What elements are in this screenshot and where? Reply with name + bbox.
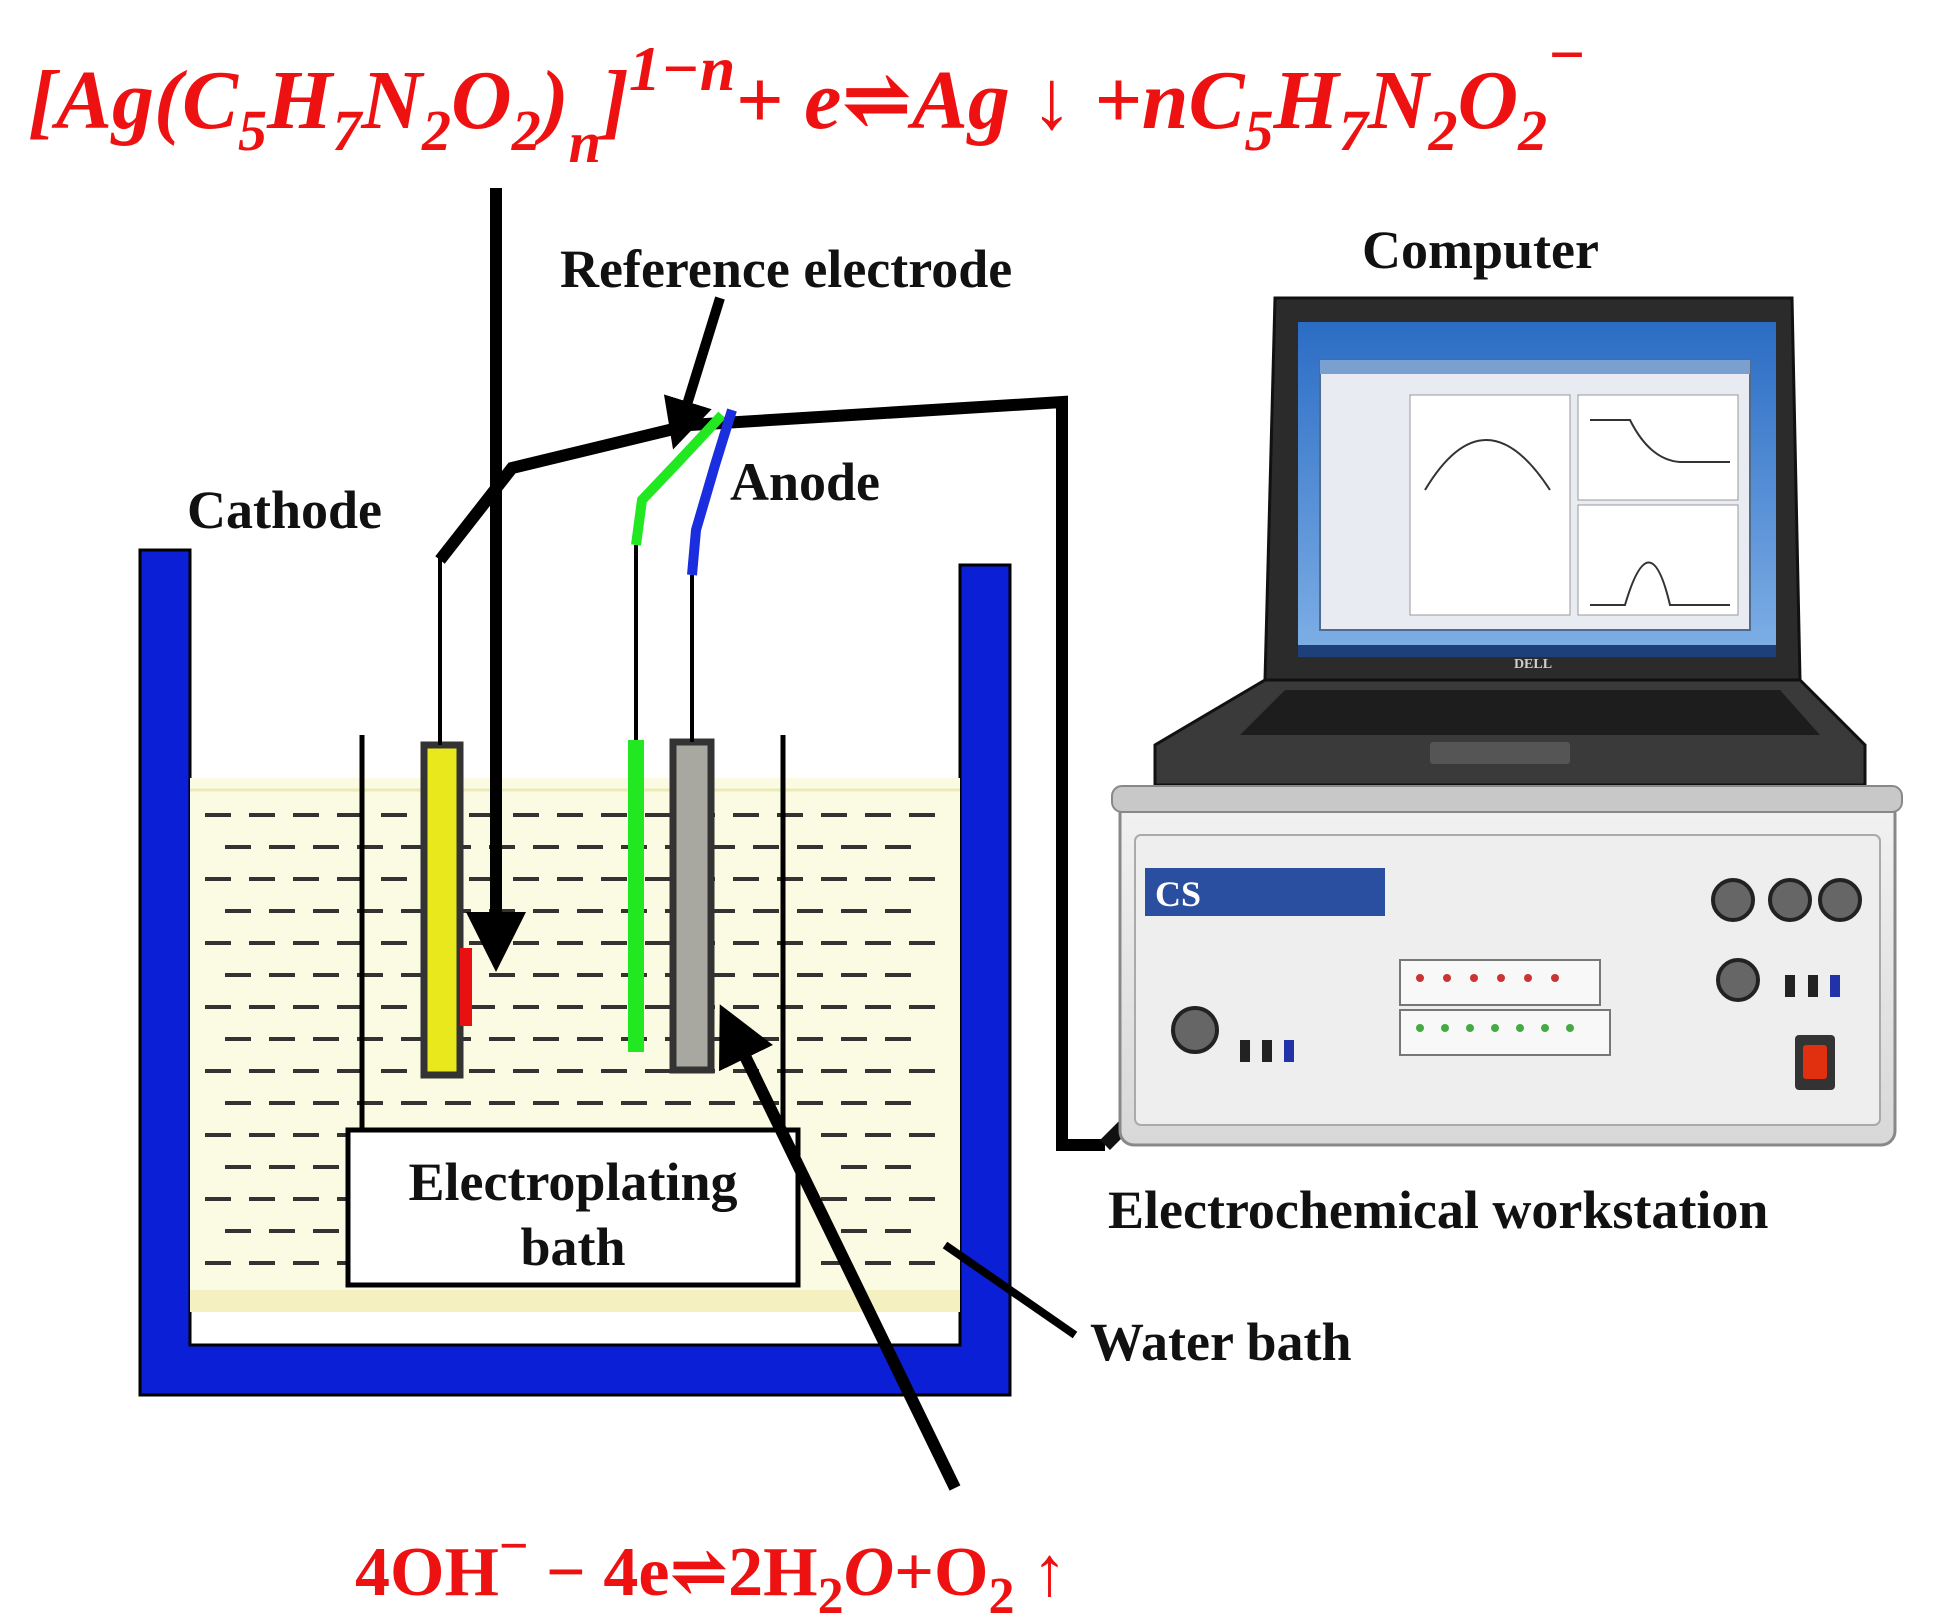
terminal-posts	[1240, 975, 1840, 1062]
app-titlebar	[1320, 360, 1750, 374]
bath-label-line1: Electroplating	[409, 1152, 738, 1212]
laptop-computer: DELL	[1153, 296, 1867, 787]
workstation-label: Electrochemical workstation	[1108, 1180, 1768, 1240]
nyquist-curve	[1424, 439, 1551, 491]
laptop-keyboard	[1240, 690, 1820, 735]
range-indicator-strip	[1399, 1009, 1611, 1056]
reference-electrode	[628, 740, 644, 1052]
power-switch	[1803, 1045, 1827, 1079]
bath-floor-strip	[190, 1290, 960, 1312]
workstation-badge: CS	[1155, 874, 1201, 914]
laptop-touchpad	[1430, 742, 1570, 764]
anode-blue-cable	[687, 408, 737, 576]
anode-reaction-arrow	[719, 1004, 961, 1491]
bnc-connectors	[1171, 878, 1862, 1054]
cathode-label: Cathode	[187, 480, 382, 540]
silver-deposit	[460, 948, 472, 1026]
workstation-badge-bg	[1145, 868, 1385, 916]
electrochemical-workstation: CS	[1111, 785, 1903, 1147]
cathode-reaction-equation: [Ag(C5H7N2O2)n]1−n+ e⇌Ag ↓ +nC5H7N2O2−	[28, 19, 1586, 175]
display-indicator-strip	[1399, 959, 1601, 1006]
water-bath-pointer	[942, 1241, 1078, 1339]
plot-panel-right-bottom	[1577, 504, 1739, 616]
water-bath-label: Water bath	[1090, 1312, 1352, 1372]
workstation-top-rim	[1111, 785, 1903, 813]
reference-electrode-label: Reference electrode	[560, 239, 1012, 299]
plot-panel-right-top	[1577, 394, 1739, 501]
anode-label: Anode	[730, 452, 880, 512]
anode-reaction-equation: 4OH− − 4e⇌2H2O+O2 ↑	[355, 1518, 1067, 1622]
cathode-electrode	[420, 741, 464, 1079]
bath-label-line2: bath	[520, 1217, 625, 1277]
taskbar	[1298, 645, 1776, 657]
peak-curve	[1590, 561, 1730, 606]
plot-panel-left	[1409, 394, 1571, 616]
indicator-leds	[1416, 974, 1574, 1032]
reference-electrode-arrow	[663, 296, 725, 450]
polarization-curve	[1590, 419, 1730, 463]
electroplating-bath-block	[345, 1127, 801, 1288]
laptop-brand-logo: DELL	[1514, 657, 1552, 672]
anode-electrode	[669, 738, 715, 1074]
computer-label: Computer	[1362, 220, 1599, 280]
